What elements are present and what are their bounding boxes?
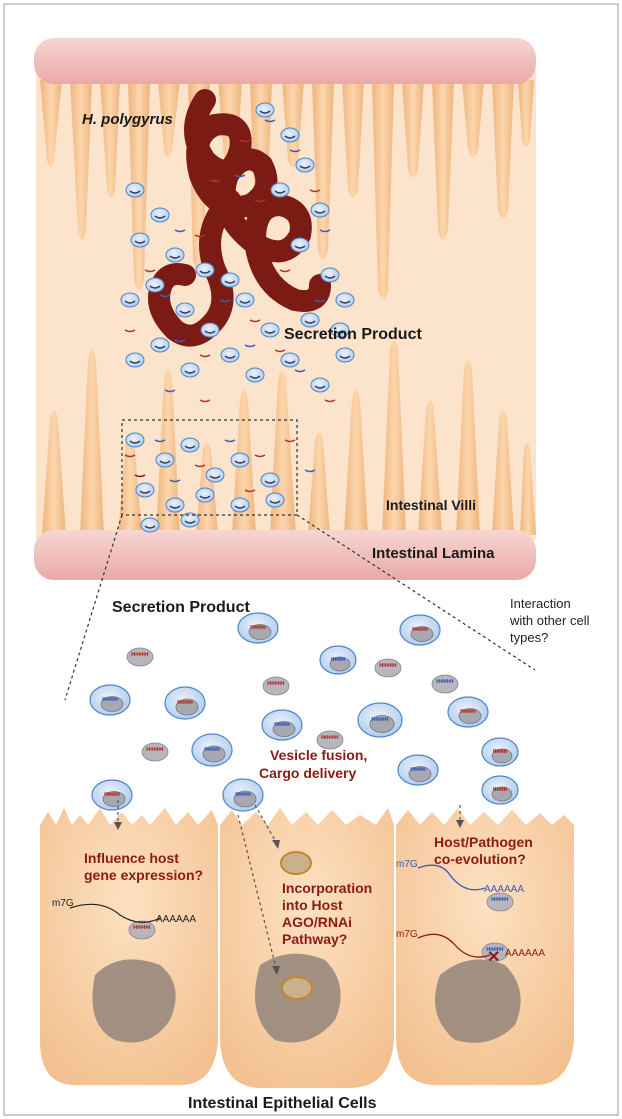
cleavage-mark-icon: ✕ [487, 949, 500, 966]
intestinal-villi-label: Intestinal Villi [386, 497, 476, 513]
incorporation-line-3: AGO/RNAi [282, 914, 352, 930]
incorporation-line-2: into Host [282, 897, 343, 913]
intestinal-lamina-label: Intestinal Lamina [372, 545, 495, 562]
polya-right-bottom-label: AAAAAA [505, 948, 545, 959]
incorporation-line-1: Incorporation [282, 880, 372, 896]
worm-label: H. polygyrus [82, 111, 173, 128]
cap-right-bottom-label: m7G [396, 929, 418, 940]
interaction-line-1: Interaction [510, 596, 571, 611]
interaction-line-3: types? [510, 630, 548, 645]
nucleus-right [435, 959, 521, 1042]
lamina-top [34, 38, 536, 84]
vesicle-fusion-line-2: Cargo delivery [259, 765, 356, 781]
secretion-product-top-label: Secretion Product [284, 326, 422, 343]
ago-vesicle-1 [281, 852, 311, 874]
host-pathogen-line-1: Host/Pathogen [434, 834, 533, 850]
ago-vesicle-2 [282, 977, 312, 999]
influence-line-2: gene expression? [84, 867, 203, 883]
epithelial-cells-label: Intestinal Epithelial Cells [188, 1095, 377, 1112]
incorporation-line-4: Pathway? [282, 931, 347, 947]
interaction-line-2: with other cell [509, 613, 590, 628]
host-pathogen-line-2: co-evolution? [434, 851, 526, 867]
secretion-product-bottom-label: Secretion Product [112, 599, 250, 616]
polya-right-top-label: AAAAAA [484, 884, 524, 895]
cap-right-top-label: m7G [396, 859, 418, 870]
vesicle-fusion-line-1: Vesicle fusion, [270, 747, 367, 763]
polya-left-label: AAAAAA [156, 914, 196, 925]
influence-line-1: Influence host [84, 850, 179, 866]
epithelial-cell-middle [220, 808, 394, 1088]
cap-left-label: m7G [52, 898, 74, 909]
